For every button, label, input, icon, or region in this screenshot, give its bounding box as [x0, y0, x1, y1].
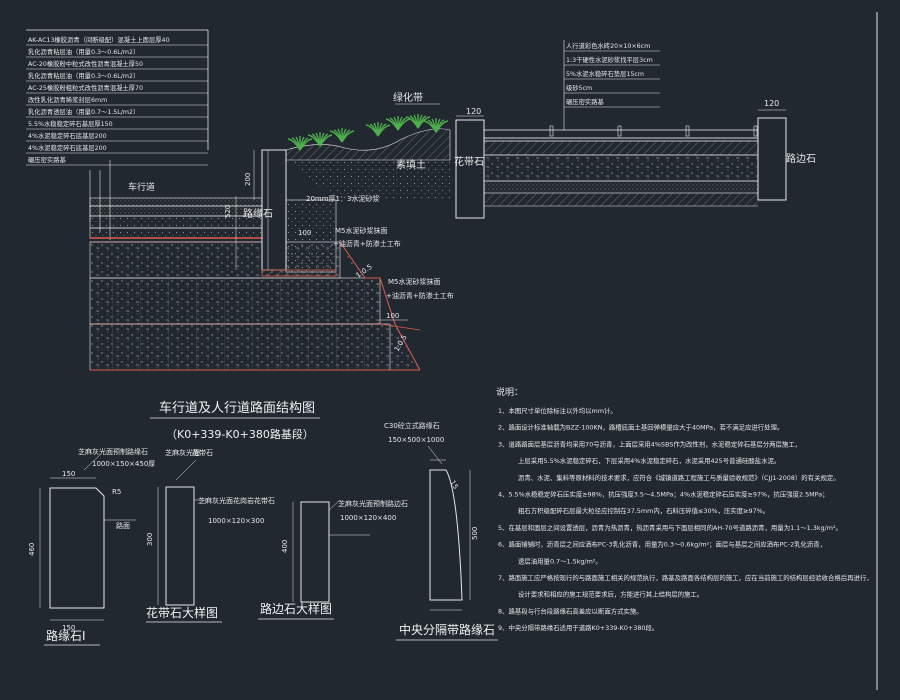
grass-plants: [287, 114, 449, 151]
main-title: 车行道及人行道路面结构图: [159, 400, 315, 416]
median-title: 中央分隔带路缘石: [399, 622, 495, 637]
dim-520: 520: [224, 205, 232, 218]
note-line: 8、路基段与行台段路缘石高差应以断面方式实施。: [498, 606, 643, 615]
note-line: 9、中央分隔带路缘石适用于道路K0+339-K0+380段。: [498, 623, 658, 632]
median-size: 150×500×1000: [388, 436, 444, 444]
edge-stone-detail: [292, 499, 370, 603]
left-layer-label: 乳化沥青透层油（用量0.7～1.5L/m2）: [28, 107, 139, 116]
right-layer-label: 1:3干硬性水泥砂浆找平层3cm: [566, 55, 653, 64]
flower-title: 花带石大样图: [146, 605, 218, 620]
left-layer-label: 4%水泥稳定碎石底基层200: [28, 131, 107, 140]
dim-200: 200: [244, 173, 252, 186]
curb-label: 路缘石: [243, 207, 273, 220]
grass-tuft: [405, 114, 431, 129]
note-line: 沥青、水泥、集料等原材料的技术要求，应符合《城镇道路工程施工与质量验收规范》（C…: [518, 473, 840, 482]
roadway-label: 车行道: [128, 181, 155, 193]
grass-tuft: [365, 122, 391, 137]
left-layer-label: 5.5%水稳稳定碎石基层厚150: [28, 119, 113, 128]
edge-size: 1000×120×400: [340, 514, 396, 522]
mortar-20-label: 20mm厚1：3水泥砂浆: [306, 194, 379, 203]
flower-dim-300: 300: [146, 533, 154, 546]
flower-note-1: 芝麻灰光面: [165, 448, 200, 457]
flower-note-2: 芝麻灰光面花岗岩花带石: [198, 496, 275, 505]
curb-dim-150-top: 150: [62, 470, 75, 478]
flower-stone-detail: [157, 459, 206, 606]
left-layer-label: 改性乳化沥青稀浆封层6mm: [28, 95, 107, 104]
m5-mortar-2: M5水泥砂浆抹面: [388, 277, 441, 286]
note-line: 透层油用量0.7～1.5kg/m²。: [518, 556, 602, 565]
left-layer-label: AC-20橡胶粉中粒式改性沥青混凝土厚50: [28, 59, 143, 68]
edge-stone-label: 路边石: [786, 152, 816, 165]
median-curb-detail: [427, 445, 471, 611]
median-dim-500: 500: [471, 527, 479, 540]
grass-tuft: [423, 118, 449, 133]
notes-title: 说明：: [496, 386, 523, 398]
planting-soil-label: 素填土: [396, 158, 426, 171]
note-line: 2、路面设计标准轴载为BZZ-100KN，路槽底面土基回弹模量应大于40MPa，…: [498, 423, 783, 432]
grass-tuft: [329, 128, 355, 143]
flower-note-1b: 花带石: [192, 448, 213, 457]
roadway-section: [89, 114, 451, 371]
note-line: 上层采用5.5%水泥稳定碎石，下层采用4%水泥稳定碎石，水泥采用425号普通硅酸…: [518, 456, 780, 465]
left-layer-label: 碾压密实路基: [28, 155, 66, 164]
dim-120-left: 120: [466, 107, 481, 116]
curb-title: 路缘石Ⅰ: [46, 628, 86, 643]
main-subtitle: （K0+339-K0+380路基段）: [166, 427, 314, 441]
left-layer-legend: AK-AC13橡胶沥青（间断级配）混凝土上面层厚40 乳化沥青粘层油（用量0.3～…: [26, 29, 209, 240]
grass-tuft: [307, 132, 333, 147]
edge-note: 芝麻灰光面预制路边石: [338, 499, 408, 508]
curb-size: 1000×150×450厚: [92, 460, 155, 468]
m5-mortar-1b: +油沥青+防渗土工布: [333, 239, 401, 248]
note-line: 4、5.5%水稳稳定碎石压实度≥98%，抗压强度3.5～4.5MPa；4%水泥稳…: [498, 490, 829, 499]
note-line: 3、道路路面层基层沥青均采用70号沥青，上面层采用4%SBS作为改性剂，水泥稳定…: [498, 439, 801, 448]
note-line: 粗石方积级配碎石层最大粒径应控制在37.5mm内，石料压碎值≤30%，压实度≥9…: [518, 506, 769, 515]
flower-size: 1000×120×300: [208, 517, 264, 525]
right-layer-label: 5%水泥水稳碎石垫层15cm: [566, 69, 644, 78]
curb-detail: [39, 454, 136, 621]
right-layer-label: 级砂5cm: [566, 83, 592, 92]
edge-title: 路边石大样图: [260, 601, 332, 616]
curb-r5: R5: [112, 488, 121, 496]
flower-stone-label: 花带石: [454, 155, 484, 168]
left-layer-label: 乳化沥青粘层油（用量0.3～0.6L/m2）: [28, 47, 139, 56]
curb-note: 芝麻灰光面预制路缘石: [78, 447, 148, 456]
edge-dim-400: 400: [281, 540, 289, 553]
left-layer-label: 4%水泥稳定碎石底基层200: [28, 143, 107, 152]
green-belt-label: 绿化带: [393, 91, 423, 104]
median-dim-15: 15: [448, 479, 459, 491]
left-layer-label: AC-25橡胶粉粗粒式改性沥青混凝土厚70: [28, 83, 143, 92]
curb-dim-150-bot: 150: [62, 624, 75, 632]
m5-mortar-1: M5水泥砂浆抹面: [335, 226, 388, 235]
left-layer-label: 乳化沥青粘层油（用量0.3～0.6L/m2）: [28, 71, 139, 80]
note-line: 6、路面铺铺时，沥青层之间应洒布PC-3乳化沥青，用量为0.3～0.6kg/m²…: [498, 540, 826, 549]
notes-list: 1、本图尺寸单位除标注以外均以mm计。 2、路面设计标准轴载为BZZ-100KN，…: [498, 406, 873, 632]
grass-tuft: [287, 136, 313, 151]
left-layer-label: AK-AC13橡胶沥青（间断级配）混凝土上面层厚40: [28, 35, 170, 44]
note-line: 5、在基层和面层之间设置透层，沥青为热沥青，热沥青采用与下面层相同的AH-70号…: [498, 523, 842, 532]
sidewalk-section: 人行道彩色水砖20×10×6cm 1:3干硬性水泥砂浆找平层3cm 5%水泥水稳碎石…: [455, 40, 787, 219]
note-line: 1、本图尺寸单位除标注以外均以mm计。: [498, 406, 617, 415]
median-note: C30砼立式路缘石: [384, 421, 440, 430]
m5-mortar-2b: +油沥青+防渗土工布: [386, 291, 454, 300]
dim-100-1: 100: [298, 229, 311, 237]
right-layer-label: 碾压密实路基: [566, 97, 604, 106]
note-line: 设计要求和相应的施工规范要求后，方能进行其上结构层的施工。: [518, 590, 703, 599]
dim-100-2: 100: [386, 312, 399, 320]
curb-dim-460: 460: [28, 543, 36, 556]
note-line: 7、路面施工应严格按现行的与路面施工相关的规范执行，路基及路面各结构层的施工，应…: [498, 573, 873, 582]
right-layer-label: 人行道彩色水砖20×10×6cm: [566, 41, 650, 50]
dim-120-right: 120: [764, 99, 779, 108]
road-surface-label: 路面: [116, 521, 130, 530]
grass-tuft: [385, 116, 411, 131]
